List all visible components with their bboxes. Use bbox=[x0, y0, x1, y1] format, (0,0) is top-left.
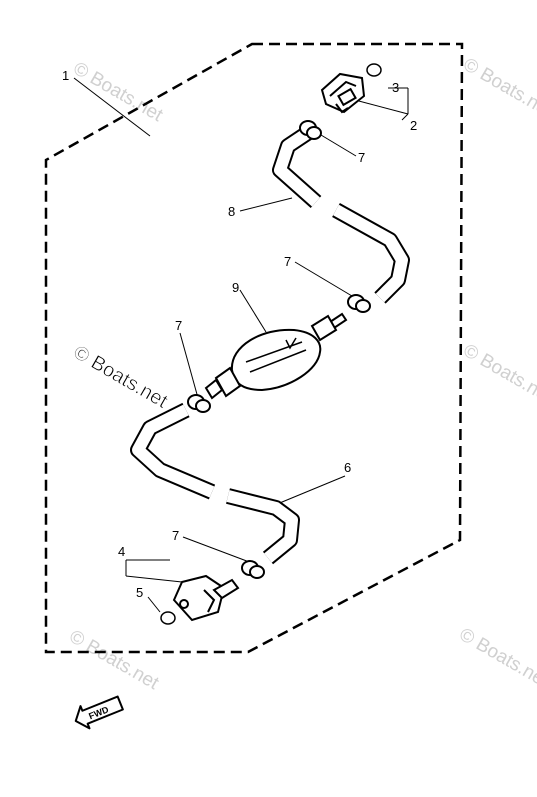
primer-bulb-body bbox=[230, 328, 322, 392]
part-label-7-primer-inlet: 7 bbox=[175, 318, 182, 333]
o-ring-upper bbox=[366, 63, 382, 77]
part-label-2: 2 bbox=[410, 118, 417, 133]
part-label-5: 5 bbox=[136, 585, 143, 600]
part-label-3: 3 bbox=[392, 80, 399, 95]
watermark-bottom-left: © Boats.net bbox=[66, 626, 163, 694]
watermark-bottom-right: © Boats.net bbox=[456, 624, 537, 692]
part-label-7-lower: 7 bbox=[172, 528, 179, 543]
lower-fuel-hose bbox=[130, 402, 300, 565]
assembly-boundary bbox=[44, 42, 464, 654]
part-labels: 1 2 3 4 5 6 7 7 7 7 8 9 bbox=[62, 68, 417, 600]
part-label-7-primer-outlet: 7 bbox=[284, 254, 291, 269]
primer-bulb-outlet-collar bbox=[310, 314, 338, 342]
part-label-8: 8 bbox=[228, 204, 235, 219]
hose-clamp-primer-outlet bbox=[347, 294, 371, 313]
watermark-mid-right: © Boats.net bbox=[460, 340, 537, 408]
hose-clamp-lower-connector bbox=[241, 560, 265, 579]
forward-arrow-icon: FWD bbox=[74, 695, 124, 730]
watermark-top-left: © Boats.net bbox=[70, 58, 167, 126]
part-label-7-upper: 7 bbox=[358, 150, 365, 165]
primer-bulb bbox=[204, 312, 348, 400]
part-label-9: 9 bbox=[232, 280, 239, 295]
watermark-center: © Boats.net bbox=[70, 341, 172, 413]
engine-side-connector bbox=[320, 72, 366, 114]
hose-clamp-primer-inlet bbox=[187, 394, 211, 413]
part-label-6: 6 bbox=[344, 460, 351, 475]
part-label-4: 4 bbox=[118, 544, 125, 559]
o-ring-lower bbox=[160, 611, 176, 625]
watermark-top-right: © Boats.net bbox=[460, 54, 537, 122]
upper-fuel-hose bbox=[272, 123, 410, 304]
part-label-1: 1 bbox=[62, 68, 69, 83]
primer-bulb-inlet-nipple bbox=[204, 378, 224, 400]
hose-clamp-upper-connector bbox=[299, 120, 322, 140]
leader-lines bbox=[73, 77, 409, 613]
hose-clamps bbox=[187, 120, 371, 579]
tank-side-connector bbox=[172, 574, 240, 622]
